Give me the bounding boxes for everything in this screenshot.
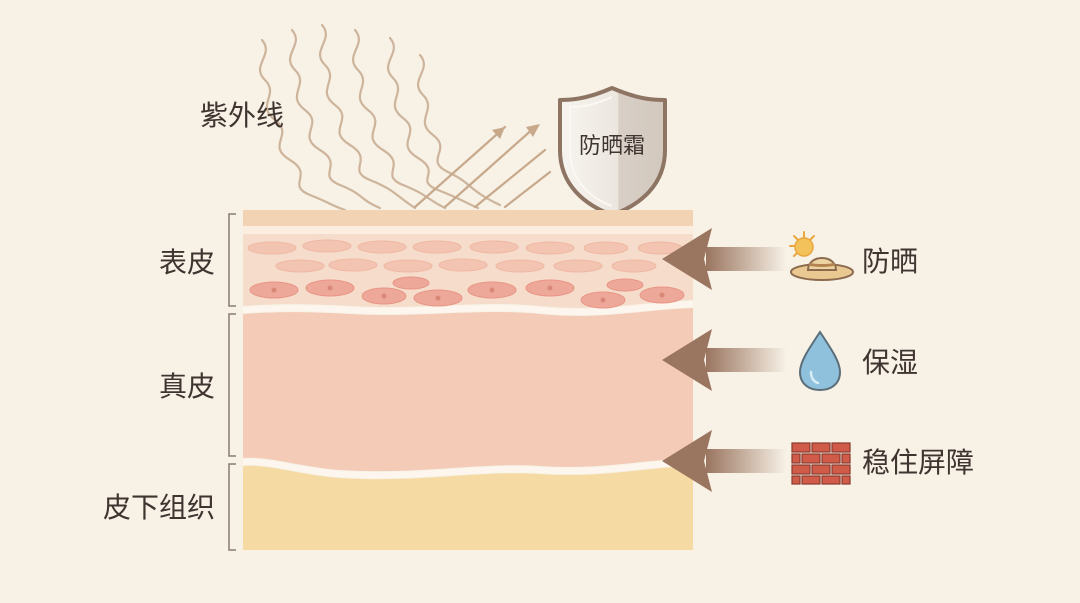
- stratum-corneum: [243, 210, 693, 226]
- layer-label-subcutaneous: 皮下组织: [103, 491, 215, 524]
- shield-label: 防晒霜: [579, 134, 645, 159]
- skin-cross-section: [242, 210, 694, 550]
- subcutaneous-layer: [243, 465, 693, 550]
- benefit-arrows: [662, 228, 786, 492]
- uv-rays: [258, 23, 502, 212]
- arrow-moisturize: [662, 329, 786, 391]
- layer-brackets: [228, 213, 236, 551]
- sun-hat-icon: [789, 231, 854, 281]
- layer-label-epidermis: 表皮: [159, 246, 215, 279]
- arrow-sunscreen: [662, 228, 786, 290]
- epidermis-cells: [247, 239, 685, 309]
- water-drop-icon: [798, 330, 842, 392]
- benefit-label-barrier: 稳住屏障: [862, 446, 974, 479]
- brick-wall-icon: [791, 442, 851, 485]
- uv-label: 紫外线: [200, 99, 284, 132]
- benefit-label-moisturize: 保湿: [862, 346, 918, 379]
- reflected-rays: [413, 124, 552, 209]
- arrow-barrier: [662, 430, 786, 492]
- layer-label-dermis: 真皮: [159, 370, 215, 403]
- benefit-label-sunscreen: 防晒: [862, 245, 918, 278]
- dermis-layer: [243, 308, 693, 472]
